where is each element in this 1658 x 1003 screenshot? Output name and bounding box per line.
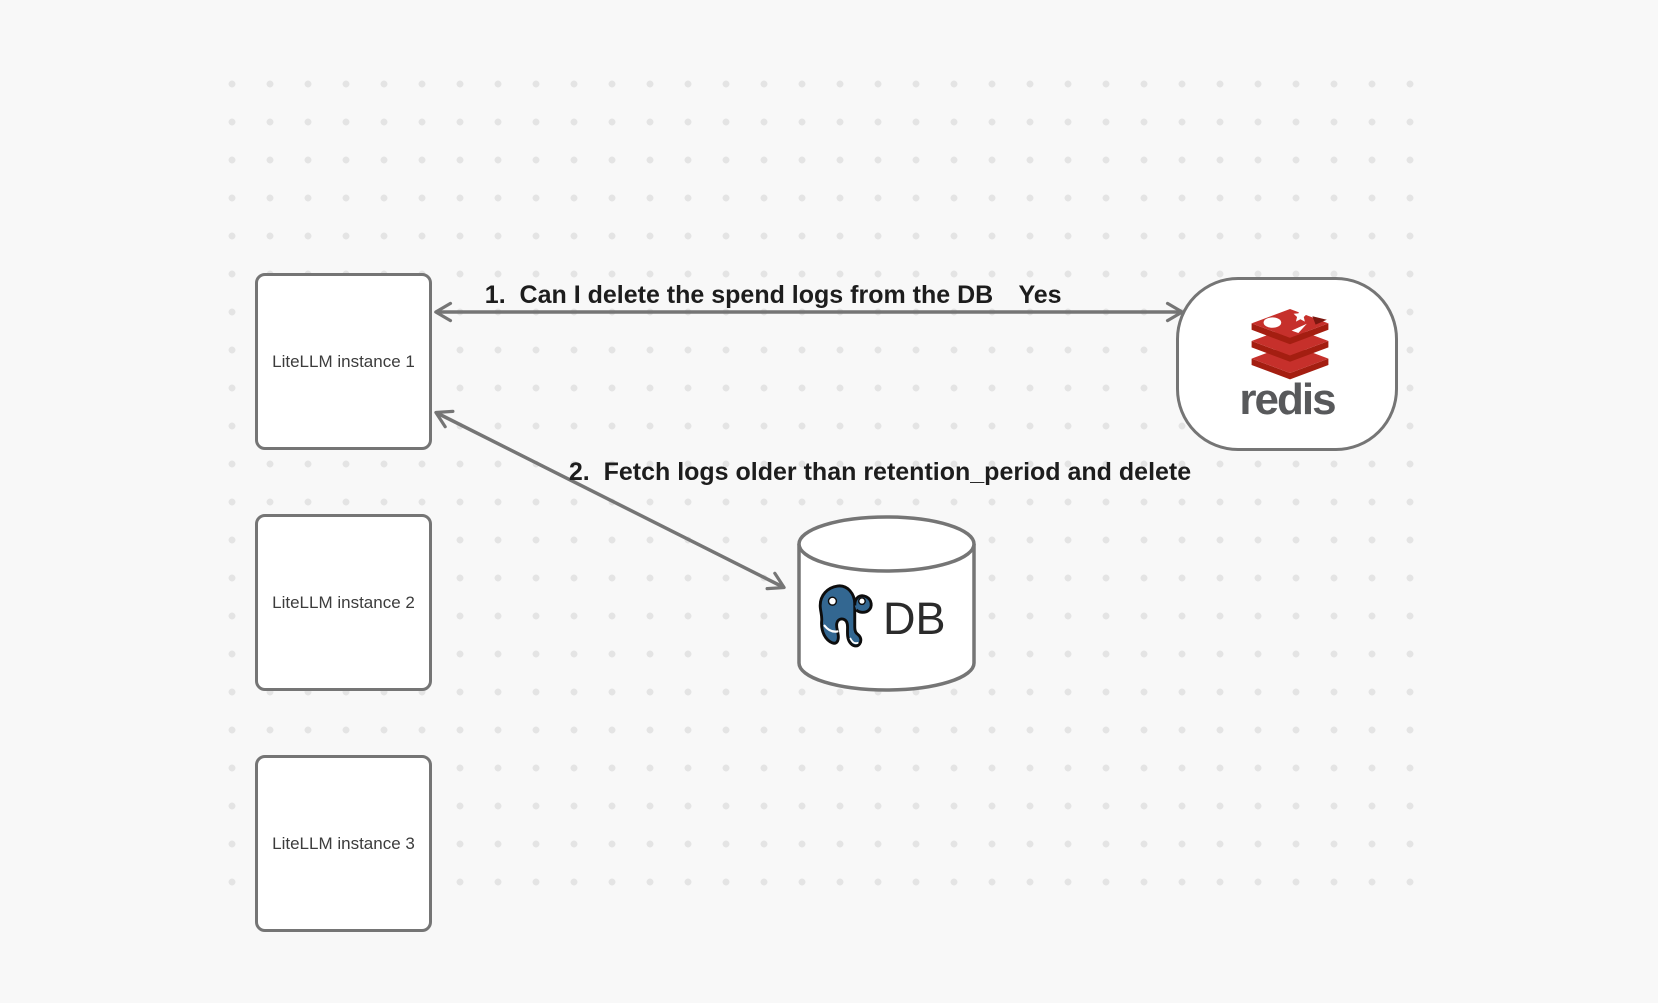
postgresql-elephant-icon <box>818 584 873 648</box>
litellm-instance-3-label: LiteLLM instance 3 <box>272 833 415 853</box>
node-redis[interactable]: redis <box>1176 277 1398 451</box>
redis-logo-icon <box>1251 309 1329 380</box>
edge2-label[interactable]: 2. Fetch logs older than retention_perio… <box>568 458 1192 486</box>
node-litellm-instance-1[interactable]: LiteLLM instance 1 <box>255 273 432 450</box>
litellm-instance-2-label: LiteLLM instance 2 <box>272 592 415 612</box>
node-litellm-instance-2[interactable]: LiteLLM instance 2 <box>255 514 432 691</box>
edge-instance1-to-db[interactable] <box>434 409 786 591</box>
node-litellm-instance-3[interactable]: LiteLLM instance 3 <box>255 755 432 932</box>
db-label: DB <box>883 593 946 644</box>
edge1-label[interactable]: 1. Can I delete the spend logs from the … <box>484 281 994 309</box>
edge1-response-label[interactable]: Yes <box>1018 281 1062 309</box>
redis-wordmark: redis <box>1239 375 1336 424</box>
node-db[interactable]: DB <box>796 513 977 695</box>
litellm-instance-1-label: LiteLLM instance 1 <box>272 351 415 371</box>
database-cylinder-shape <box>797 515 976 692</box>
